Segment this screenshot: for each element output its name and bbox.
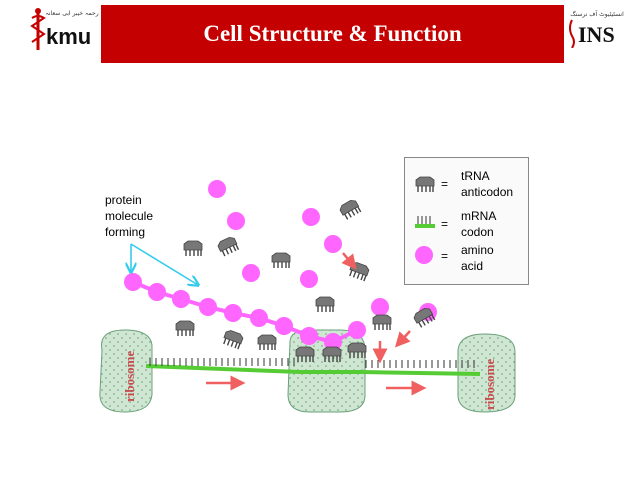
legend-amino-label: amino acid — [461, 242, 494, 274]
legend: = tRNA anticodon = mRNA codon = amino ac… — [404, 157, 529, 285]
kmu-urdu-text: رحمہ خیبر ابی سعانہ — [45, 10, 98, 17]
ribosome-label-right: ribosome — [482, 359, 497, 411]
legend-mrna-label: mRNA codon — [461, 208, 496, 240]
protein-pointer-arrows — [131, 243, 198, 285]
legend-amino-line-1: amino — [461, 243, 494, 257]
ins-logo: انسٹیٹیوٹ آف نرسنگ INS — [569, 9, 624, 48]
amino-acid-icon — [415, 246, 433, 264]
header-banner: Cell Structure & Function — [101, 5, 564, 63]
legend-mrna-line-2: codon — [461, 225, 494, 239]
kmu-logo-text: kmu — [46, 24, 91, 49]
trna-anticodon-icon — [415, 176, 435, 192]
protein-chain — [124, 273, 366, 351]
ins-logo-text: INS — [578, 22, 615, 47]
legend-trna-label: tRNA anticodon — [461, 168, 513, 200]
ribosome-label-left: ribosome — [122, 351, 137, 403]
ins-urdu-text: انسٹیٹیوٹ آف نرسنگ — [570, 9, 624, 18]
legend-trna-line-1: tRNA — [461, 169, 490, 183]
movement-arrows — [206, 252, 427, 396]
ribosome-left — [99, 329, 153, 413]
protein-label-line-1: protein — [105, 193, 142, 207]
mrna-codon-icon — [415, 216, 435, 228]
page-title: Cell Structure & Function — [203, 21, 462, 46]
legend-trna-line-2: anticodon — [461, 185, 514, 199]
mrna-strand — [145, 358, 481, 376]
legend-mrna-line-1: mRNA — [461, 209, 497, 223]
legend-equals-2: = — [441, 217, 449, 231]
protein-label-line-3: forming — [105, 225, 146, 239]
caduceus-icon — [30, 8, 46, 50]
ribosome-right — [457, 333, 516, 413]
protein-label-line-2: molecule — [105, 209, 154, 223]
protein-molecule-label: protein molecule forming — [105, 192, 153, 240]
kmu-logo: رحمہ خیبر ابی سعانہ kmu — [30, 8, 99, 50]
legend-equals-1: = — [441, 177, 449, 191]
legend-equals-3: = — [441, 249, 449, 263]
legend-amino-line-2: acid — [461, 259, 484, 273]
